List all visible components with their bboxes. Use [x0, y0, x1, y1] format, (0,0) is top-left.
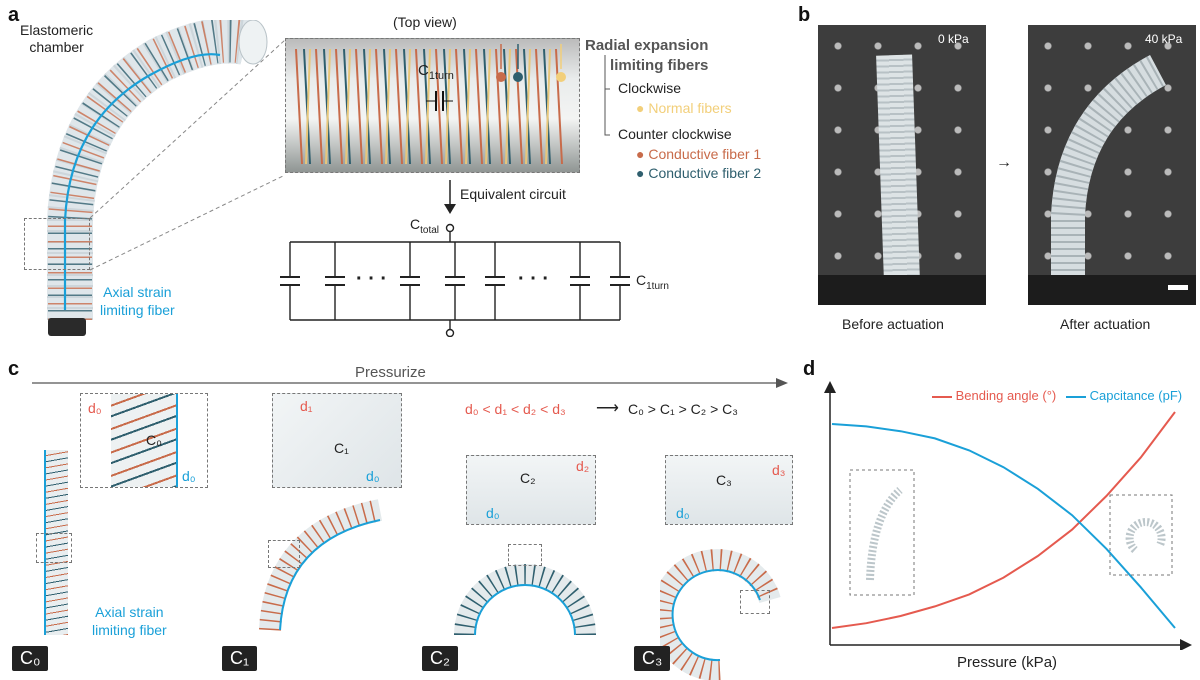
legend-bending-line-icon: [932, 395, 952, 398]
c0-inset-label: C₀: [146, 432, 162, 448]
legend-capacitance: Capcitance (pF): [1066, 388, 1182, 403]
c2-badge: C₂: [422, 646, 458, 671]
circuit-dots-2: · · ·: [518, 268, 550, 290]
inset-c3: [665, 455, 793, 525]
pressurize-label: Pressurize: [355, 364, 426, 381]
down-arrow-icon: [444, 180, 456, 214]
panel-label-c: c: [8, 358, 20, 380]
c2-inset-label: C₂: [520, 470, 536, 486]
actuator-c1: [259, 499, 383, 631]
x-axis-label: Pressure (kPa): [957, 654, 1058, 671]
inset-c1: [272, 393, 402, 488]
zoom-lines-a: [89, 39, 286, 271]
panel-label-b: b: [798, 4, 811, 26]
pressure-chart: [824, 381, 1192, 650]
d2-label: d₂: [576, 458, 590, 474]
zoom-box-c0: [36, 533, 72, 563]
series-line-1: [831, 423, 1176, 629]
ctotal-label: Ctotal: [410, 216, 440, 236]
actuator-tube-illustration: [47, 20, 268, 336]
pressure-0-label: 0 kPa: [938, 32, 969, 46]
d0-label-c2: d₀: [486, 505, 500, 521]
c0-badge: C₀: [12, 646, 49, 671]
panel-label-d: d: [803, 358, 816, 380]
right-arrow-icon: →: [996, 154, 1012, 171]
zoom-box-a: [24, 218, 90, 270]
normal-fibers-legend: ● Normal fibers: [636, 100, 732, 116]
inset-c2: [466, 455, 596, 525]
counter-clockwise-label: Counter clockwise: [618, 126, 732, 142]
top-view-label: (Top view): [393, 14, 457, 30]
d1-label: d₁: [300, 398, 313, 414]
inset-c0: [80, 393, 208, 488]
photo-after-actuation: [1028, 25, 1196, 305]
c1-badge: C₁: [222, 646, 258, 671]
top-view-photo: [285, 38, 580, 173]
conductive-fiber-1-dot-icon: ●: [636, 146, 645, 162]
inequality-c-label: C₀ > C₁ > C₂ > C₃: [628, 401, 738, 417]
d0-label-c3: d₀: [676, 505, 690, 521]
circuit-dots-1: · · ·: [356, 268, 388, 290]
before-actuation-label: Before actuation: [842, 316, 944, 332]
inequality-arrow-icon: ⟶: [596, 400, 619, 417]
actuator-c0: [44, 450, 68, 635]
zoom-box-c1: [268, 540, 300, 568]
pressurize-arrow: [32, 378, 788, 388]
d0-label-blue-c0: d₀: [182, 468, 196, 484]
d0-label-c1: d₀: [366, 468, 380, 484]
clockwise-label: Clockwise: [618, 80, 682, 96]
c1-inset-label: C₁: [334, 440, 349, 456]
zoom-box-c3: [740, 590, 770, 614]
c3-inset-label: C₃: [716, 472, 732, 488]
c1turn-photo-label: C1turn: [418, 62, 454, 82]
photo-before-actuation: [818, 25, 986, 305]
normal-fiber-dot-icon: ●: [636, 100, 645, 116]
fiber-tree-lines: [604, 55, 610, 136]
conductive-fiber-1-legend: ● Conductive fiber 1: [636, 146, 762, 162]
actuator-c3: [660, 549, 781, 680]
equivalent-circuit-diagram: [280, 223, 631, 337]
series-line-0: [831, 411, 1176, 629]
after-actuation-label: After actuation: [1060, 316, 1151, 332]
zoom-box-c2: [508, 544, 542, 566]
scale-bar: [1168, 285, 1188, 290]
actuator-c2: [454, 564, 596, 636]
d3-label: d₃: [772, 462, 786, 478]
legend-bending: Bending angle (°): [932, 388, 1056, 403]
legend-cap-line-icon: [1066, 395, 1086, 398]
equivalent-circuit-label: Equivalent circuit: [460, 186, 566, 202]
d0-label-red-c0: d₀: [88, 400, 102, 416]
inequality-d-label: d₀ < d₁ < d₂ < d₃: [465, 401, 566, 417]
c1turn-circuit-label: C1turn: [636, 272, 669, 292]
conductive-fiber-2-legend: ● Conductive fiber 2: [636, 165, 762, 181]
pressure-40-label: 40 kPa: [1145, 32, 1183, 46]
panel-label-a: a: [8, 4, 20, 26]
conductive-fiber-2-dot-icon: ●: [636, 165, 645, 181]
c3-badge: C₃: [634, 646, 671, 671]
